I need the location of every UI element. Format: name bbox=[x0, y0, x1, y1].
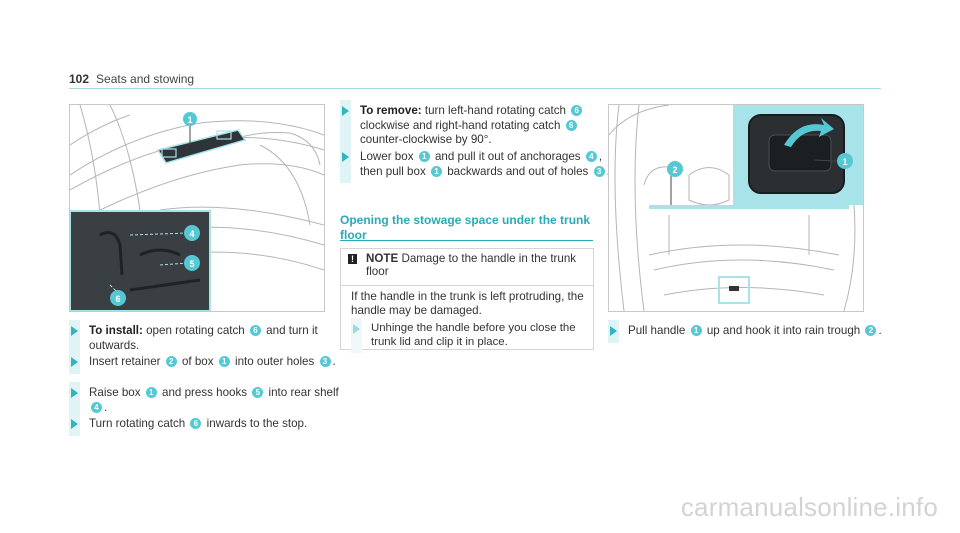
section-title: Opening the stowage space under the trun… bbox=[340, 213, 591, 242]
note-step-text: Unhinge the handle before you close the … bbox=[371, 322, 576, 348]
note-label: NOTE bbox=[366, 252, 399, 265]
step-arrow-icon bbox=[71, 388, 78, 398]
section-rule bbox=[340, 240, 593, 241]
callout-number-badge: 1 bbox=[690, 325, 702, 336]
callout-number-badge: 3 bbox=[319, 356, 331, 367]
install-step-2: Insert retainer 2 of box 1 into outer ho… bbox=[69, 351, 349, 374]
callout-number-badge: 1 bbox=[218, 356, 230, 367]
step-lead: To remove: bbox=[360, 104, 422, 117]
callout-4: 4 bbox=[189, 229, 194, 239]
note-body: If the handle in the trunk is left protr… bbox=[351, 290, 584, 317]
callout-number-badge: 6 bbox=[565, 119, 577, 131]
step-arrow-icon bbox=[71, 326, 78, 336]
install-step-3: Raise box 1 and press hooks 5 into rear … bbox=[69, 382, 349, 419]
note-box: ! NOTE Damage to the handle in the trunk… bbox=[340, 248, 594, 353]
note-header: ! NOTE Damage to the handle in the trunk… bbox=[341, 249, 593, 286]
callout-1: 1 bbox=[842, 157, 847, 167]
trunk-box-illustration: 1 4 5 6 bbox=[70, 105, 324, 311]
open-step-1: Pull handle 1 up and hook it into rain t… bbox=[608, 320, 888, 343]
callout-number-badge: 1 bbox=[418, 151, 430, 162]
step-arrow-icon bbox=[342, 152, 349, 162]
warning-icon: ! bbox=[348, 254, 357, 264]
figure-install-box: 1 4 5 6 bbox=[69, 104, 325, 312]
page-header: 102 Seats and stowing bbox=[69, 72, 194, 86]
callout-6: 6 bbox=[115, 294, 120, 304]
callout-number-badge: 5 bbox=[252, 387, 264, 398]
callout-1: 1 bbox=[187, 115, 192, 125]
callout-number-badge: 2 bbox=[165, 356, 177, 367]
install-step-4: Turn rotating catch 6 inwards to the sto… bbox=[69, 413, 349, 436]
callout-number-badge: 1 bbox=[430, 165, 442, 177]
step-arrow-icon bbox=[353, 324, 360, 334]
callout-number-badge: 2 bbox=[865, 325, 877, 336]
figure-trunk-floor-handle: 2 1 bbox=[608, 104, 864, 312]
callout-5: 5 bbox=[189, 259, 194, 269]
section-name: Seats and stowing bbox=[96, 72, 195, 86]
callout-number-badge: 6 bbox=[190, 418, 202, 429]
remove-step-1: To remove: turn left-hand rotating catch… bbox=[340, 100, 615, 152]
callout-number-badge: 6 bbox=[571, 105, 583, 116]
callout-number-badge: 4 bbox=[585, 151, 597, 162]
remove-step-2: Lower box 1 and pull it out of anchorage… bbox=[340, 146, 615, 183]
note-step: Unhinge the handle before you close the … bbox=[351, 318, 593, 353]
step-arrow-icon bbox=[71, 419, 78, 429]
step-lead: To install: bbox=[89, 324, 143, 337]
callout-number-badge: 6 bbox=[249, 325, 261, 336]
callout-number-badge: 4 bbox=[91, 401, 102, 413]
note-title: Damage to the handle in the trunk floor bbox=[366, 252, 577, 278]
step-arrow-icon bbox=[71, 357, 78, 367]
step-arrow-icon bbox=[342, 106, 349, 116]
page-number: 102 bbox=[69, 72, 90, 86]
step-arrow-icon bbox=[610, 326, 617, 336]
trunk-floor-illustration: 2 1 bbox=[609, 105, 863, 311]
callout-2: 2 bbox=[672, 165, 677, 175]
install-step-1: To install: open rotating catch 6 and tu… bbox=[69, 320, 349, 357]
callout-number-badge: 3 bbox=[593, 165, 605, 177]
watermark: carmanualsonline.info bbox=[680, 492, 938, 522]
callout-number-badge: 1 bbox=[145, 387, 157, 398]
header-rule bbox=[69, 88, 881, 89]
